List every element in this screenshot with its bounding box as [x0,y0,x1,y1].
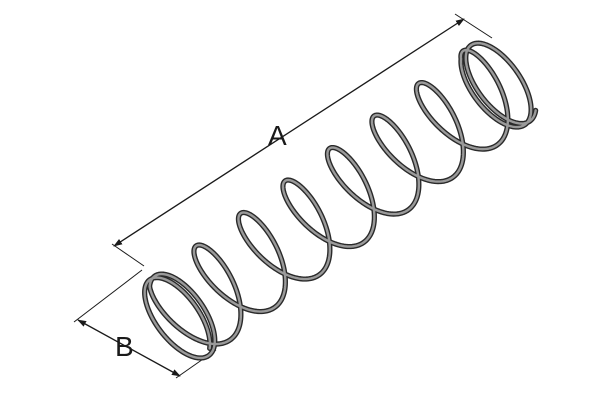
extension-line-b-start [73,269,143,323]
dimension-line-b [77,319,181,377]
spring-wire [143,41,537,360]
extension-line-a-start [111,243,145,267]
spring-coils [142,40,539,361]
dimension-line-a [113,18,465,247]
dimension-label-a: A [268,120,287,151]
extension-line-a-end [454,13,493,39]
dimension-label-b: B [115,331,134,362]
